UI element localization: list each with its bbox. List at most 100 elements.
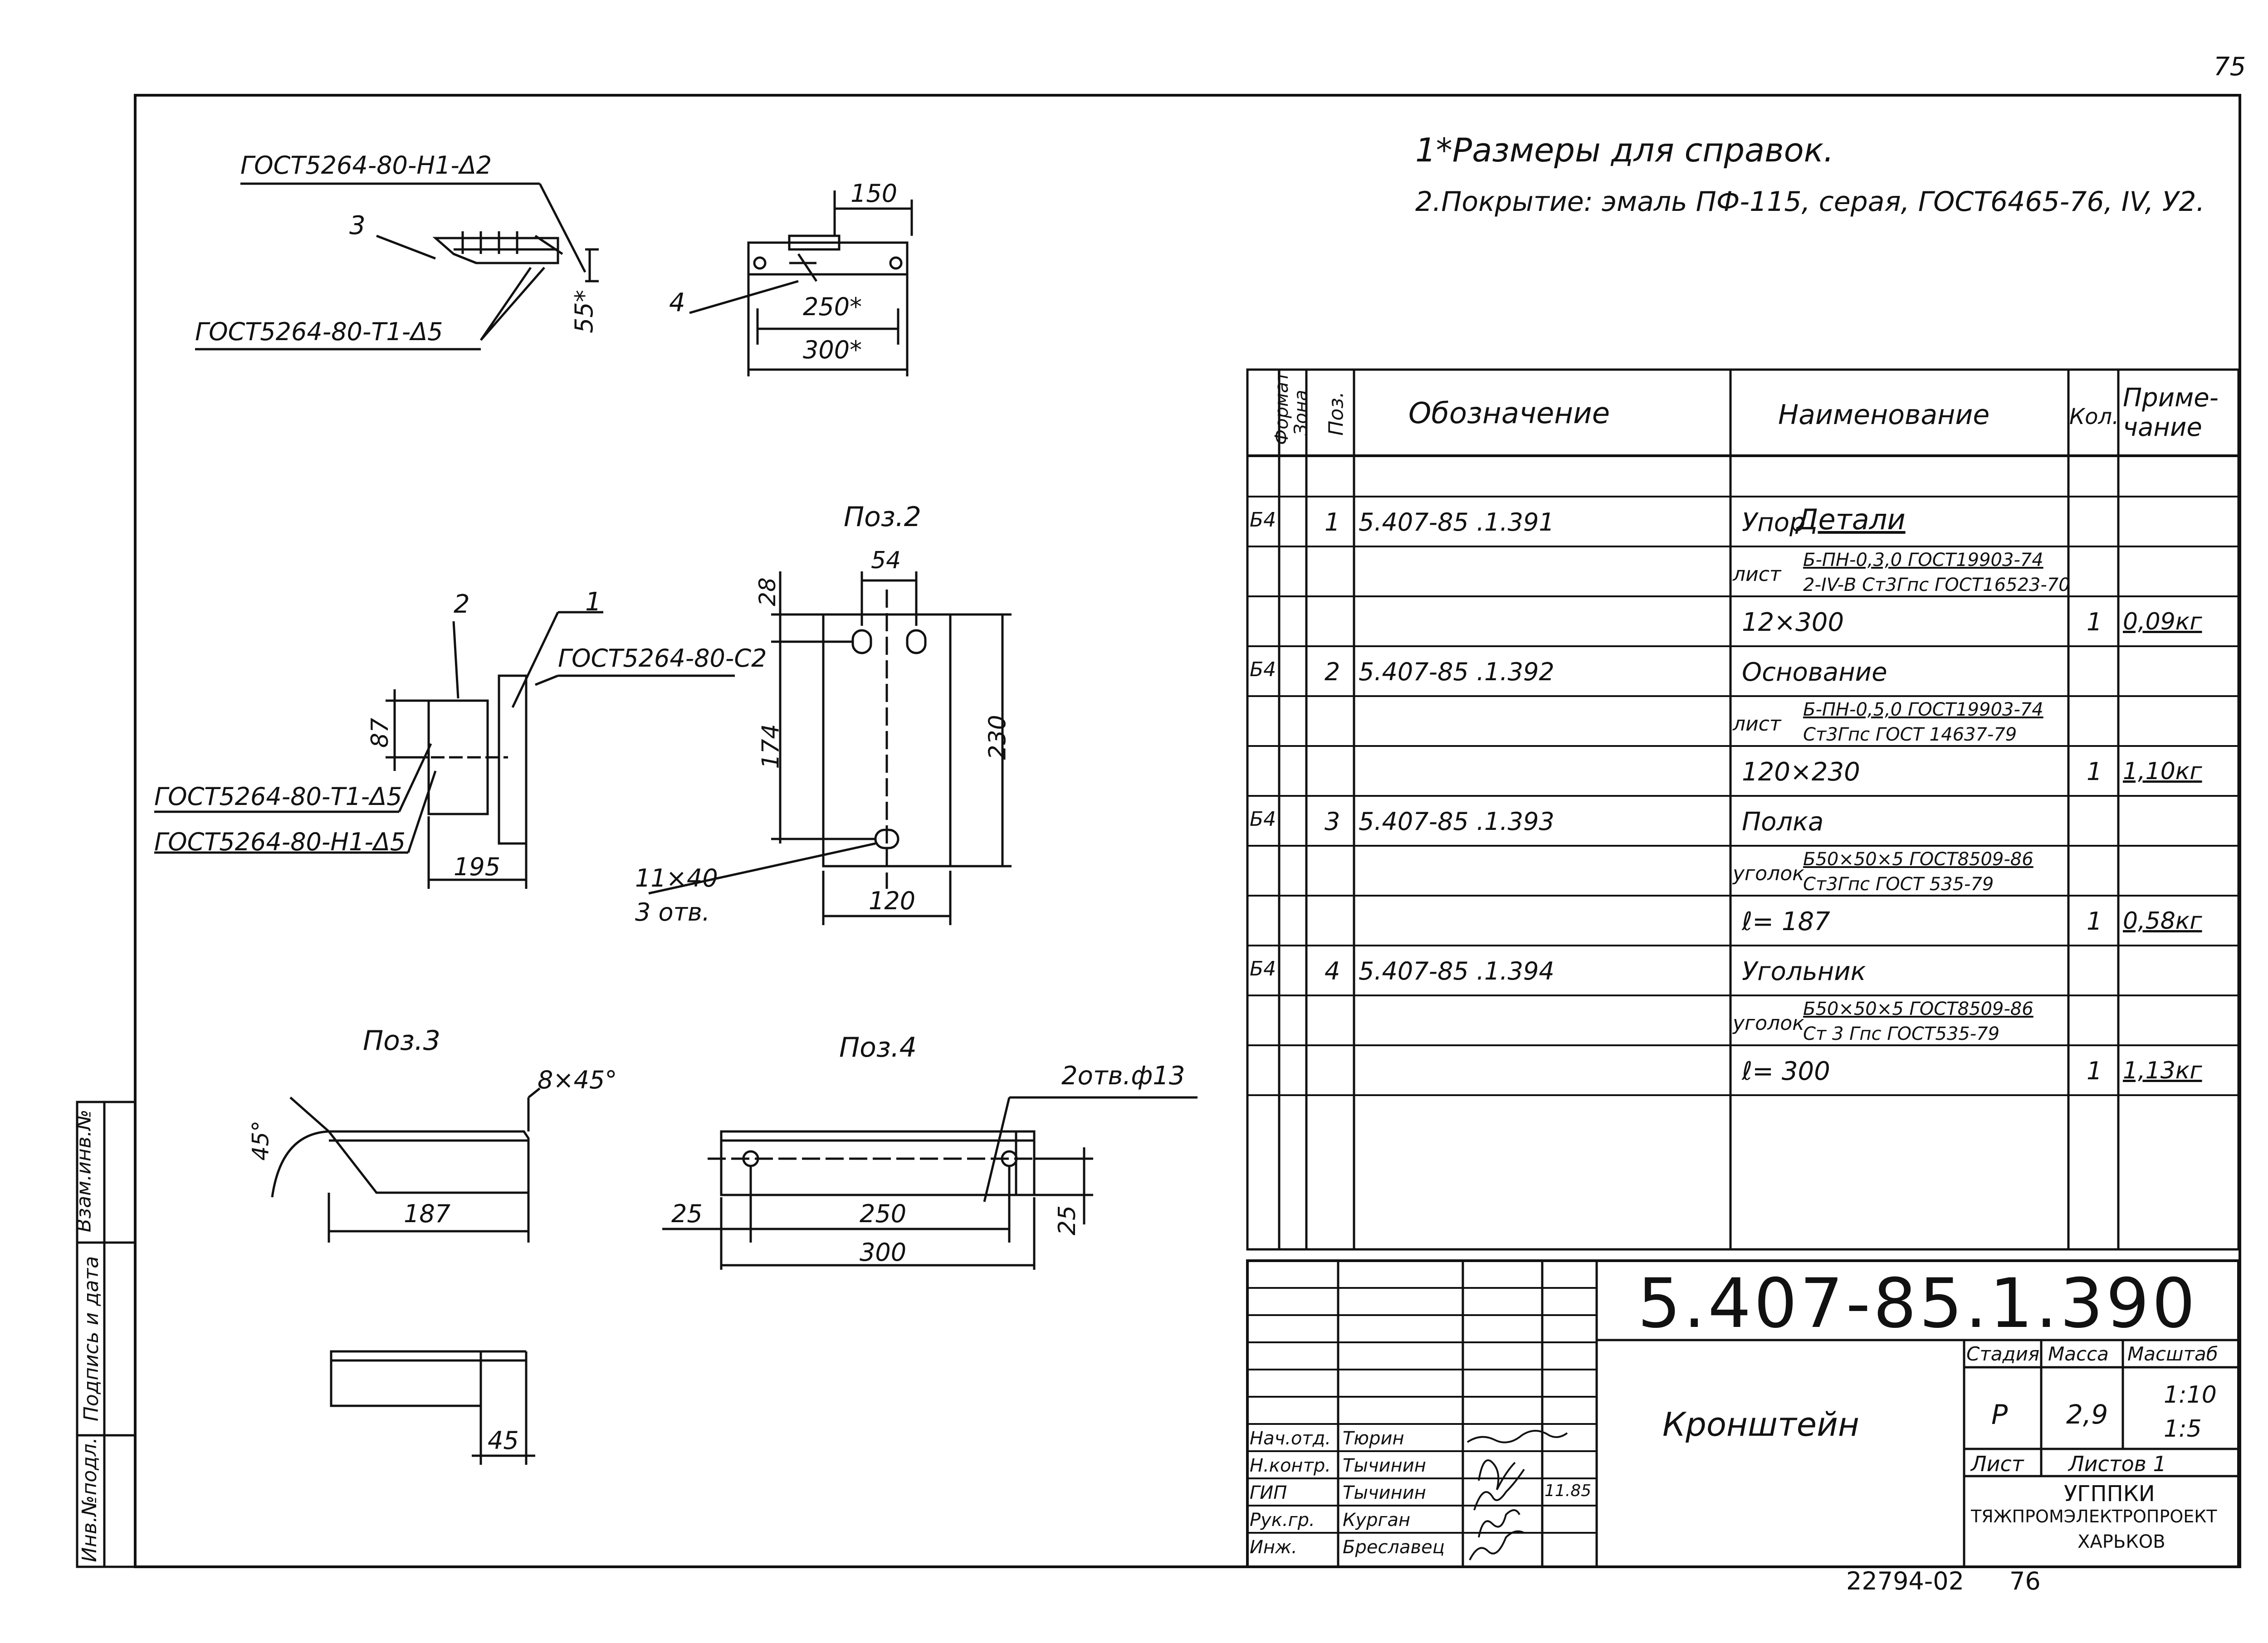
weld-label-bottom: ГОСТ5264-80-Т1-Δ5 [195, 317, 443, 346]
pos3-shelf [271, 1087, 541, 1243]
row-format: Б4 [1250, 808, 1276, 831]
row-note: 1,13кг [2123, 1057, 2202, 1084]
weld-label-h1: ГОСТ5264-80-Н1-Δ5 [154, 828, 406, 856]
row-name: Полка [1742, 807, 1824, 837]
signature-4 [1478, 1509, 1520, 1538]
row-material-standard: 2-IV-В Ст3Гпс ГОСТ16523-70 [1803, 575, 2070, 595]
callout-1: 1 [585, 587, 601, 617]
spec-table-row-lines [1247, 496, 2239, 1096]
side-sign-date: Подпись и дата [80, 1256, 103, 1422]
pos3-title: Поз.3 [363, 1025, 440, 1057]
pos2-plate [648, 571, 1012, 925]
row-pos: 3 [1325, 807, 1340, 836]
hdr-qty: Кол. [2069, 404, 2119, 429]
signer-name: Тычинин [1343, 1455, 1426, 1476]
sheet-label: Лист [1971, 1452, 2024, 1476]
row-qty: 1 [2087, 1057, 2102, 1085]
mass-label: Масса [2048, 1343, 2109, 1365]
scale-label: Масштаб [2127, 1343, 2218, 1365]
row-qty: 1 [2087, 757, 2102, 786]
dim-150: 150 [850, 179, 898, 208]
row-material-standard: Ст 3 Гпс ГОСТ535-79 [1803, 1024, 2000, 1044]
row-note: 1,10кг [2123, 758, 2202, 785]
side-stamp-frame [76, 1101, 137, 1568]
drawing-title: Кронштейн [1662, 1405, 1859, 1443]
row-designation: 5.407-85 .1.393 [1359, 807, 1554, 836]
bottom-sheet-number: 76 [2009, 1567, 2041, 1595]
pos2-holes-size: 11×40 [635, 864, 718, 892]
stage-label: Стадия [1966, 1343, 2040, 1365]
signer-name: Тычинин [1343, 1482, 1426, 1503]
row-material-prefix: лист [1733, 563, 1781, 586]
signature-1 [1466, 1430, 1568, 1443]
signature-5 [1469, 1530, 1525, 1560]
side-inv-no: Инв.№подл. [78, 1437, 101, 1562]
pos3-end-view [330, 1350, 535, 1465]
dim-195: 195 [454, 853, 501, 881]
pos2-title: Поз.2 [844, 501, 921, 533]
dim-300: 300* [803, 336, 862, 364]
row-name: ℓ= 187 [1742, 907, 1830, 936]
section-title: Детали [1796, 503, 1906, 536]
row-material-grade: Б-ПН-0,3,0 ГОСТ19903-74 [1803, 550, 2043, 570]
title-block-grid [1246, 1259, 2240, 1568]
pos4-dim-25-left: 25 [671, 1199, 703, 1228]
signer-name: Тюрин [1343, 1428, 1404, 1449]
weld-label-t1: ГОСТ5264-80-Т1-Δ5 [154, 782, 402, 811]
assembly-top-view [195, 182, 599, 351]
assembly-front-view [689, 190, 913, 376]
pos2-dim-54: 54 [871, 547, 901, 574]
signer-role: Нач.отд. [1250, 1428, 1331, 1449]
row-material-prefix: уголок [1733, 862, 1804, 885]
row-pos: 4 [1325, 957, 1340, 985]
scale-value-1: 1:10 [2164, 1381, 2217, 1409]
row-pos: 2 [1325, 658, 1340, 686]
row-format: Б4 [1250, 658, 1276, 681]
pos3-chamfer: 8×45° [538, 1066, 617, 1094]
row-designation: 5.407-85 .1.391 [1359, 508, 1554, 536]
pos2-dim-120: 120 [869, 887, 916, 915]
note-line-1: 1*Размеры для справок. [1415, 131, 1834, 169]
document-code: 5.407-85.1.390 [1637, 1264, 2198, 1343]
row-qty: 1 [2087, 907, 2102, 936]
signer-role: Инж. [1250, 1537, 1297, 1558]
row-name: 120×230 [1742, 757, 1860, 787]
callout-2: 2 [454, 590, 470, 619]
weld-label-top: ГОСТ5264-80-Н1-Δ2 [240, 151, 492, 180]
callout-4: 4 [669, 288, 685, 317]
pos2-holes-count: 3 отв. [635, 898, 710, 926]
row-material-prefix: уголок [1733, 1012, 1804, 1035]
signature-2 [1478, 1459, 1516, 1490]
pos4-dim-300: 300 [860, 1238, 907, 1267]
callout-3: 3 [349, 211, 366, 240]
spec-table-grid [1246, 368, 2240, 1251]
row-name: ℓ= 300 [1742, 1057, 1830, 1086]
signer-role: Рук.гр. [1250, 1510, 1315, 1531]
hdr-note-2: чание [2123, 413, 2202, 442]
signer-role: ГИП [1250, 1482, 1287, 1503]
row-name: Основание [1742, 658, 1887, 687]
row-material-grade: Б50×50×5 ГОСТ8509-86 [1803, 999, 2033, 1019]
row-format: Б4 [1250, 957, 1276, 980]
hdr-note-1: Приме- [2123, 383, 2219, 413]
row-name: Угольник [1742, 957, 1866, 986]
title-block-row-lines [1247, 1287, 1597, 1534]
note-line-2: 2.Покрытие: эмаль ПФ-115, серая, ГОСТ646… [1415, 186, 2205, 218]
org-name-3: ХАРЬКОВ [2077, 1531, 2165, 1552]
signature-3 [1473, 1468, 1525, 1511]
signer-role: Н.контр. [1250, 1455, 1331, 1476]
hdr-name: Наименование [1778, 399, 1990, 431]
row-material-standard: Ст3Гпс ГОСТ 14637-79 [1803, 724, 2017, 745]
pos3-dim-45: 45 [488, 1426, 519, 1455]
row-material-grade: Б50×50×5 ГОСТ8509-86 [1803, 849, 2033, 870]
weld-label-c2: ГОСТ5264-80-С2 [558, 644, 767, 673]
row-material-standard: Ст3Гпс ГОСТ 535-79 [1803, 874, 1994, 895]
row-material-prefix: лист [1733, 712, 1781, 736]
row-designation: 5.407-85 .1.392 [1359, 658, 1554, 686]
row-note: 0,09кг [2123, 608, 2202, 635]
archive-number: 22794-02 [1846, 1567, 1964, 1595]
pos4-dim-250: 250 [860, 1199, 907, 1228]
row-designation: 5.407-85 .1.394 [1359, 957, 1554, 985]
